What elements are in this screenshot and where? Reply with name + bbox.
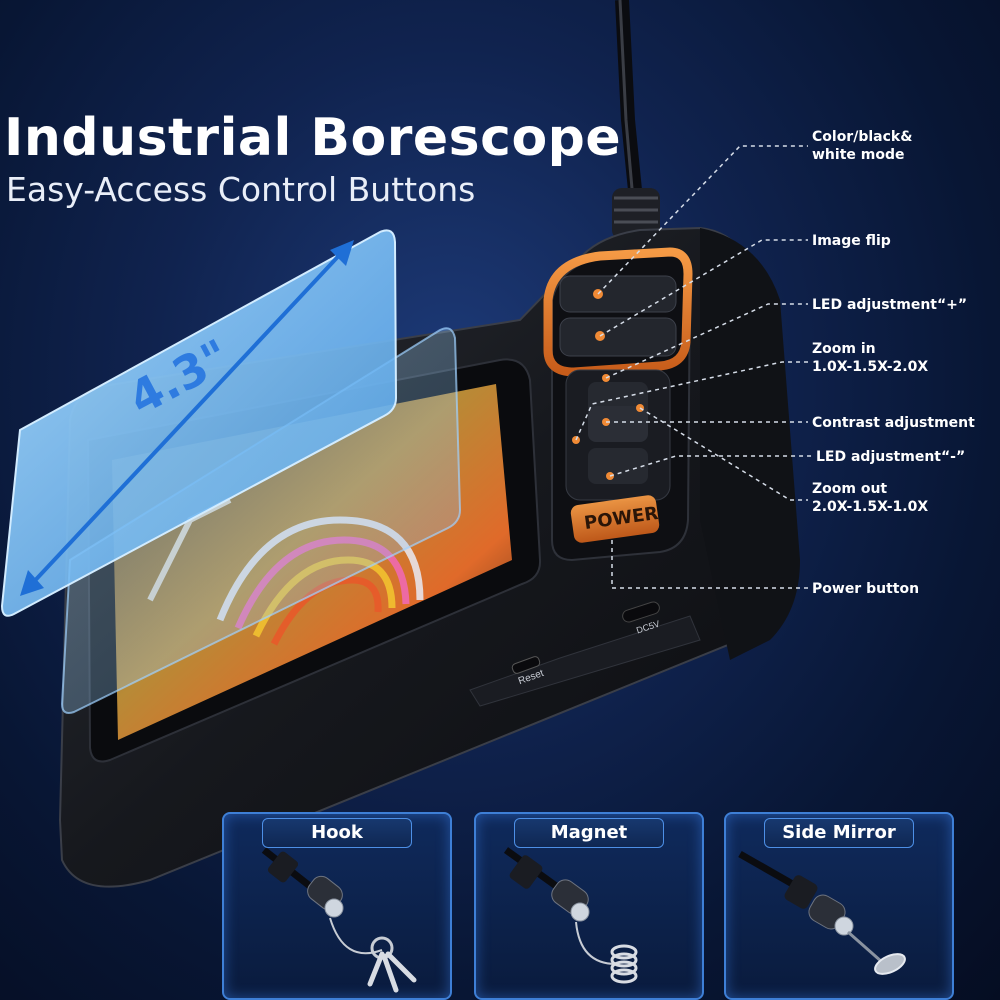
accessory-label-hook: Hook bbox=[262, 818, 412, 848]
accessory-label-magnet: Magnet bbox=[514, 818, 664, 848]
callout-image-flip-line1: Image flip bbox=[812, 233, 891, 249]
callout-zoom-in-line2: 1.0X-1.5X-2.0X bbox=[812, 359, 929, 375]
headline-title: Industrial Borescope bbox=[4, 108, 622, 168]
callout-contrast-line1: Contrast adjustment bbox=[812, 415, 975, 431]
magnet-accessory-icon bbox=[503, 847, 638, 984]
accessory-card-hook: Hook bbox=[222, 812, 452, 1000]
callout-color-mode-line1: Color/black& bbox=[812, 129, 913, 145]
callout-color-mode-line2: white mode bbox=[812, 147, 905, 163]
callout-led-plus: LED adjustment“+” bbox=[812, 296, 967, 314]
callout-zoom-out: Zoom out 2.0X-1.5X-1.0X bbox=[812, 480, 928, 516]
callout-led-plus-line1: LED adjustment“+” bbox=[812, 297, 968, 313]
hook-accessory-icon bbox=[261, 847, 417, 993]
accessory-card-side-mirror: Side Mirror bbox=[724, 812, 954, 1000]
callout-power-button: Power button bbox=[812, 580, 919, 598]
callout-zoom-in-line1: Zoom in bbox=[812, 341, 876, 357]
callout-led-minus-line1: LED adjustment“-” bbox=[816, 449, 966, 465]
callout-zoom-in: Zoom in 1.0X-1.5X-2.0X bbox=[812, 340, 928, 376]
side-mirror-accessory-icon bbox=[738, 850, 906, 975]
callout-zoom-out-line2: 2.0X-1.5X-1.0X bbox=[812, 499, 929, 515]
accessory-label-side-mirror: Side Mirror bbox=[764, 818, 914, 848]
callout-power-button-line1: Power button bbox=[812, 581, 920, 597]
accessory-card-magnet: Magnet bbox=[474, 812, 704, 1000]
callout-color-mode: Color/black& white mode bbox=[812, 128, 912, 164]
headline-subtitle: Easy-Access Control Buttons bbox=[6, 170, 476, 209]
callout-image-flip: Image flip bbox=[812, 232, 891, 250]
callout-led-minus: LED adjustment“-” bbox=[816, 448, 965, 466]
callout-contrast: Contrast adjustment bbox=[812, 414, 975, 432]
callout-zoom-out-line1: Zoom out bbox=[812, 481, 888, 497]
